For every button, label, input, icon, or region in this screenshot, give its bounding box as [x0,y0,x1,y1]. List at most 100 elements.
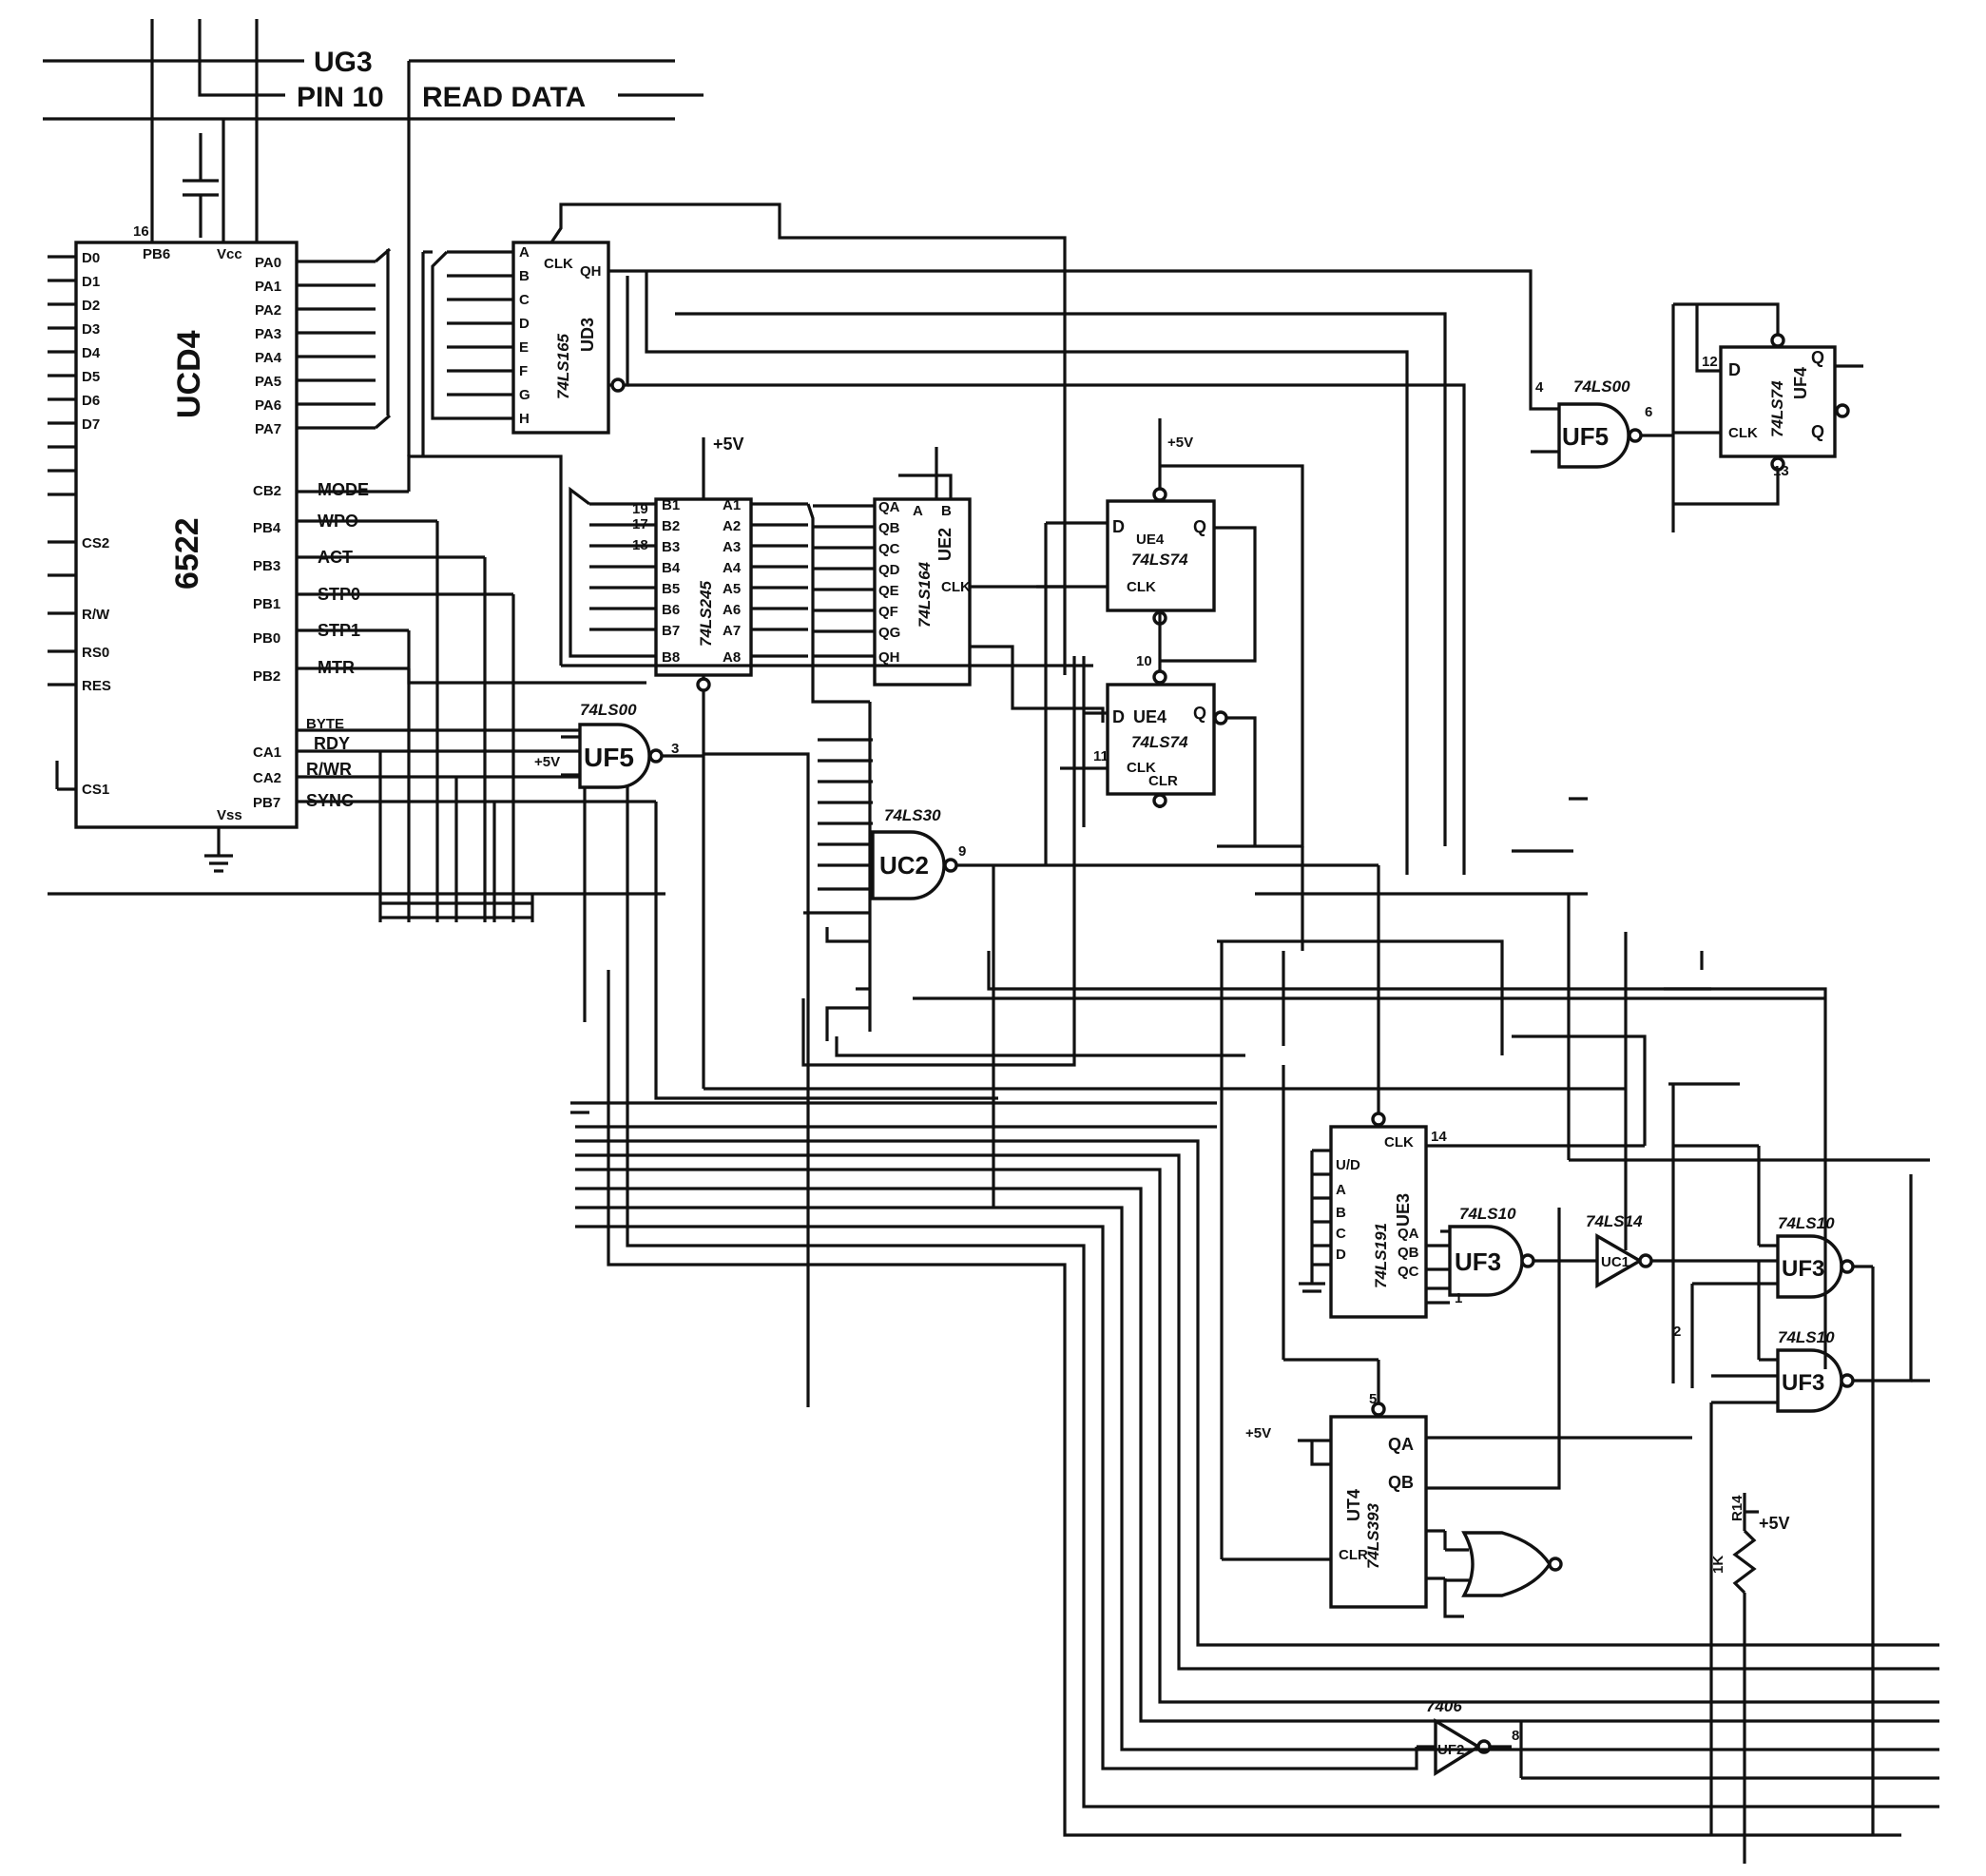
pin-num-n: 17 [632,516,648,532]
ue3-a: A [1336,1182,1346,1198]
uf3-a-part: 74LS10 [1459,1205,1516,1223]
ucd4-pin-d7: D7 [82,416,100,433]
ud3-clk: CLK [544,256,573,272]
resistor-supply: +5V [1759,1514,1790,1533]
pin-num-o: 18 [632,537,648,553]
ut4-clr: CLR [1339,1547,1368,1563]
ucd4-pin-ca1: CA1 [253,745,281,761]
pin-num-b: 2 [1673,1324,1681,1340]
ucd4-pin-cb2: CB2 [253,483,281,499]
ue4-b-ref: UE4 [1133,707,1167,726]
ut4-qb: QB [1388,1473,1414,1492]
ucd4-pin-pa4: PA4 [255,350,282,366]
ucd4-pin-pa6: PA6 [255,397,281,414]
signal-stp1: STP1 [318,621,360,640]
uc2-ref: UC2 [879,851,929,880]
uf3-b-part: 74LS10 [1778,1214,1835,1232]
pin-num-j: 11 [1093,748,1109,764]
ue5-245-a4: A4 [723,560,742,576]
signal-mtr: MTR [318,658,355,677]
pin-num-g: 8 [1512,1728,1519,1744]
uf4-part: 74LS74 [1768,380,1786,437]
ue5-245-a1: A1 [723,497,741,513]
ucd4-pin-pa2: PA2 [255,302,281,319]
ucd4-pin-pb4: PB4 [253,520,281,536]
pin-num-f: 6 [1645,404,1652,420]
resistor-value: 1K [1710,1556,1726,1574]
ue2-part: 74LS164 [916,561,934,628]
ue3-part: 74LS191 [1372,1223,1390,1288]
ucd4-pin-ca2: CA2 [253,770,281,786]
header-wiring [43,19,704,456]
ud3-pin-g: G [519,387,530,403]
uf4-clk: CLK [1728,425,1758,441]
ue4-a-vcc: +5V [1167,435,1193,451]
uf5-a-part: 74LS00 [580,701,637,719]
resistor-ref: R14 [1729,1495,1745,1521]
ug3-label: UG3 [314,47,373,78]
uc2-part: 74LS30 [884,806,941,824]
ue5-245-b1: B1 [662,497,680,513]
bus-wiring [561,271,1939,1837]
ucd4-pin-d2: D2 [82,298,100,314]
ucd4-pin-vss: Vss [217,807,242,823]
ue5-245-a5: A5 [723,581,741,597]
ue5-245-vcc: +5V [713,435,744,454]
ue4-a-q: Q [1193,517,1206,536]
ut4-part: 74LS393 [1364,1502,1382,1569]
ue3-wiring [1299,1103,1645,1305]
pin-num-a: 1 [1455,1290,1462,1306]
ue2-pin-qg: QG [878,625,900,641]
ucd4-pin-cs2: CS2 [82,535,109,551]
uf3-b-ref: UF3 [1782,1256,1824,1282]
ucd4-pin-d6: D6 [82,393,100,409]
ud3-pin-h: H [519,411,530,427]
ue2-pin-qb: QB [878,520,900,536]
signal-rdy: RDY [314,734,350,753]
ucd4-pin-vcc: Vcc [217,246,242,262]
ue2-pin-qh: QH [878,649,900,666]
ue2-pin-qc: QC [878,541,900,557]
ue3-clk: CLK [1384,1134,1414,1151]
uf5-b-wiring [1531,304,1675,532]
ue3-b: B [1336,1205,1346,1221]
ud3-pin-d: D [519,316,530,332]
uf3-c-part: 74LS10 [1778,1328,1835,1346]
ue5-245-b6: B6 [662,602,680,618]
uc1-part: 74LS14 [1586,1212,1643,1230]
ue5-245-b8: B8 [662,649,680,666]
ucd4-pb-wiring [48,454,998,1127]
ue3-ud: U/D [1336,1157,1360,1173]
ue2-chip [873,497,972,687]
signal-stp0: STP0 [318,585,360,604]
ucd4-pin-pb3: PB3 [253,558,280,574]
ucd4-pin-d1: D1 [82,274,100,290]
uf5-b-part: 74LS00 [1573,377,1630,396]
ud3-pins [421,203,1559,875]
ue3-c: C [1336,1226,1346,1242]
signal-mode: MODE [318,480,369,499]
uf5-a-ref: UF5 [584,743,634,772]
ucd4-pin-pa5: PA5 [255,374,281,390]
ucd4-ref: UCD4 [171,330,207,418]
uf5-a-vcc: +5V [534,754,560,770]
read-data-label: READ DATA [422,82,586,113]
ue5-245-b4: B4 [662,560,681,576]
ue4-b-clr: CLR [1148,773,1178,789]
ut4-ref: UT4 [1344,1489,1363,1521]
pin-num-m: 14 [1431,1129,1447,1145]
ue2-pin-qd: QD [878,562,900,578]
ue2-pin-b: B [941,503,952,519]
ucd4-pin-d4: D4 [82,345,101,361]
ue5-245-b3: B3 [662,539,680,555]
uc1-ref: UC1 [1601,1254,1629,1270]
ucd4-pin-cs1: CS1 [82,782,109,798]
ue4-a-d: D [1112,517,1125,536]
pin-num-h: 9 [958,843,966,860]
ue4-a-wiring [1036,418,1304,865]
ud3-part: 74LS165 [554,333,572,399]
ue4-b-clk: CLK [1127,760,1156,776]
ue3-ref: UE3 [1394,1193,1413,1227]
ue4-b-part: 74LS74 [1131,733,1188,751]
ue3-chip [1329,1125,1428,1319]
